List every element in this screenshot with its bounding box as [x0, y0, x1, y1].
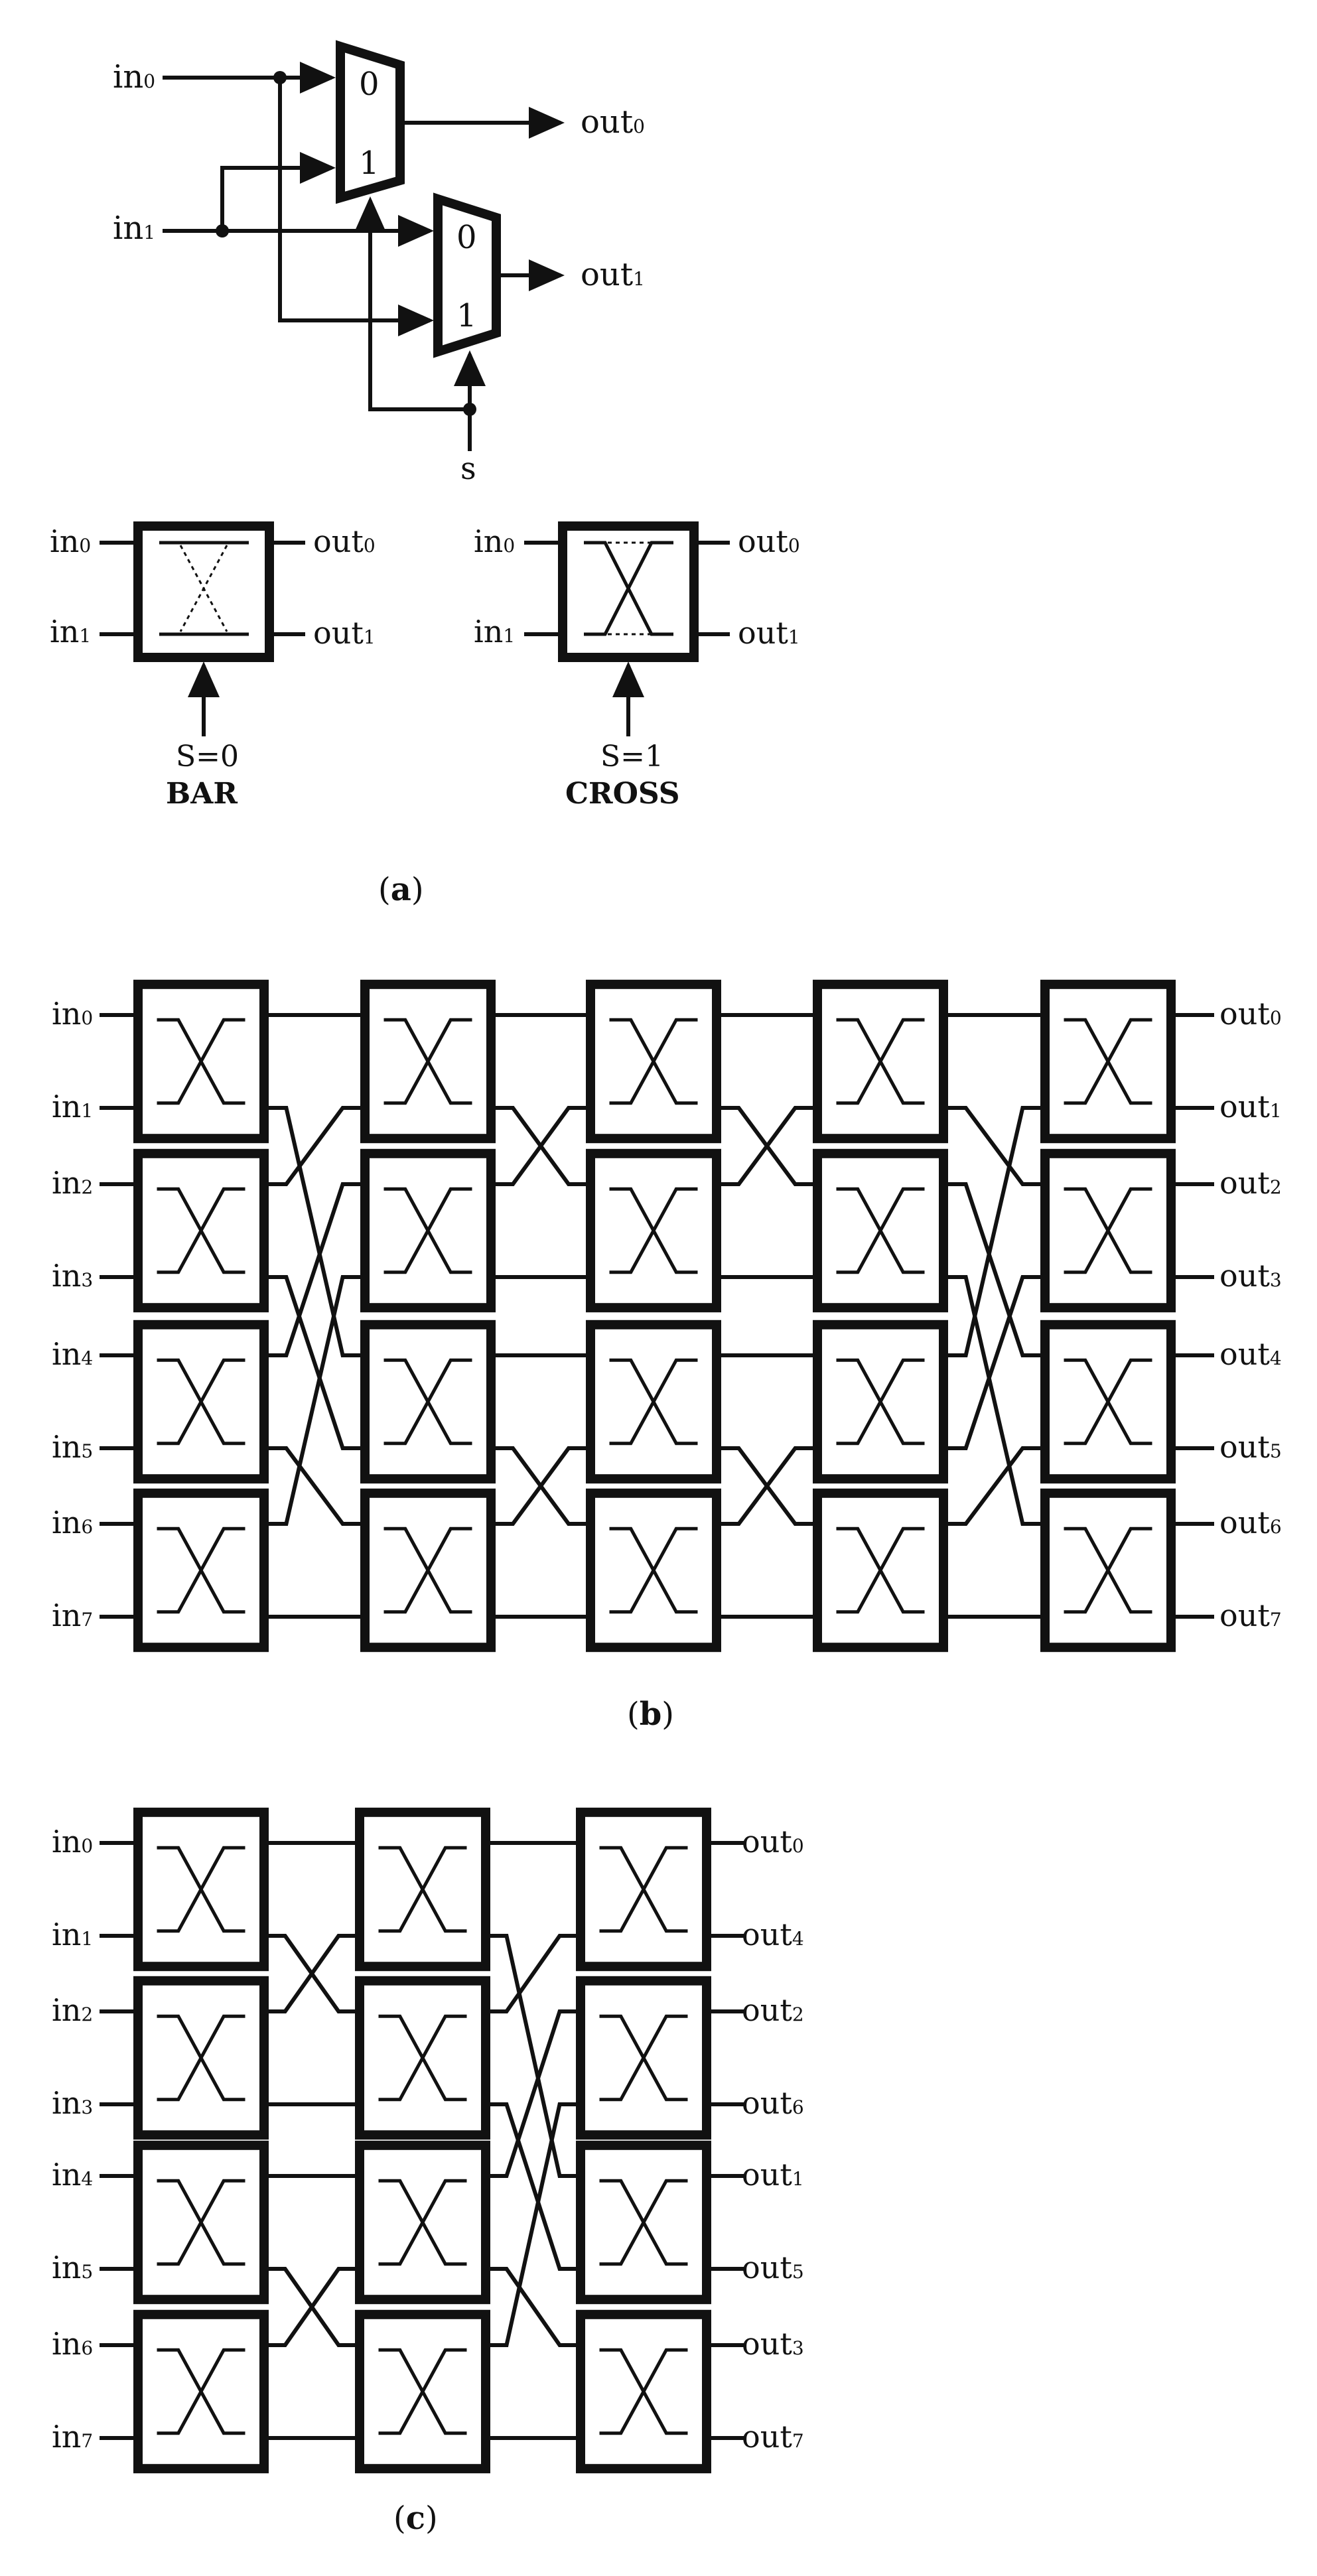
bar-input-0-label: in0 [50, 523, 91, 559]
part_c-stage0-switch3 [133, 2309, 269, 2474]
caption-c: (c) [393, 2500, 438, 2537]
bar-input-1-label: in1 [50, 614, 91, 649]
network-b: in0 out0 in1 out1 in2 out2 in3 out3 in4 out4 in5 ou… [52, 979, 1282, 1653]
mux-output-0-label: out0 [581, 103, 645, 141]
part_b-input-5-label: in5 [52, 1429, 93, 1465]
part_c-output-1-label: out4 [742, 1917, 804, 1952]
part_b-stage1-switch3 [360, 1488, 496, 1653]
part_c-output-5-label: out5 [742, 2250, 804, 2285]
part_c-stage2-switch1 [576, 1976, 711, 2140]
part_b-stage4-switch1 [1040, 1148, 1176, 1313]
part_b-stage4-switch3 [1040, 1488, 1176, 1653]
part_b-stage4-switch2 [1040, 1320, 1176, 1484]
bar-select-value: S=0 [176, 740, 239, 774]
part_b-stage0-switch0 [133, 979, 269, 1144]
part_b-output-7-label: out7 [1219, 1597, 1282, 1633]
part_b-output-0-label: out0 [1219, 996, 1282, 1032]
part_b-output-5-label: out5 [1219, 1429, 1282, 1465]
part_c-stage0-switch1 [133, 1976, 269, 2140]
caption-b: (b) [627, 1696, 674, 1733]
network-c: in0 out0 in1 out4 in2 out2 in3 out6 in4 out1 in5 ou… [52, 1807, 804, 2474]
part_b-stage4-switch0 [1040, 979, 1176, 1144]
part_b-stage2-switch1 [586, 1148, 721, 1313]
part_c-input-2-label: in2 [52, 1992, 93, 2028]
mux-top [336, 40, 405, 204]
cross-title: CROSS [565, 777, 680, 811]
part_c-stage0-switch2 [133, 2140, 269, 2305]
cross-output-0-label: out0 [738, 523, 800, 559]
part_c-input-7-label: in7 [52, 2419, 93, 2455]
mux-bottom-label-1: 1 [456, 297, 477, 334]
cross-input-1-label: in1 [474, 614, 515, 649]
part_c-stage0-switch0 [133, 1807, 269, 1972]
part_c-output-7-label: out7 [742, 2419, 804, 2455]
part_b-stage2-switch3 [586, 1488, 721, 1653]
part_b-stage0-switch2 [133, 1320, 269, 1484]
mux-select-label: s [460, 450, 476, 486]
cross-switch: in0 in1 out0 out1 S=1 CROSS [474, 521, 800, 811]
mux-bottom-label-0: 0 [456, 219, 477, 256]
mux-top-label-1: 1 [359, 145, 380, 182]
mux-top-label-0: 0 [359, 66, 380, 103]
part_c-output-4-label: out1 [742, 2157, 804, 2193]
part_b-input-0-label: in0 [52, 996, 93, 1032]
part_b-stage0-switch3 [133, 1488, 269, 1653]
mux-output-1-label: out1 [581, 256, 645, 293]
part_c-output-0-label: out0 [742, 1824, 804, 1860]
part_b-input-2-label: in2 [52, 1165, 93, 1201]
part_b-input-4-label: in4 [52, 1336, 93, 1372]
part_b-output-1-label: out1 [1219, 1089, 1282, 1124]
cross-input-0-label: in0 [474, 523, 515, 559]
part_b-output-2-label: out2 [1219, 1165, 1282, 1201]
part_c-input-6-label: in6 [52, 2326, 93, 2362]
part_b-stage0-switch1 [133, 1148, 269, 1313]
bar-switch-box [133, 521, 274, 662]
part_c-input-0-label: in0 [52, 1824, 93, 1860]
part_b-output-4-label: out4 [1219, 1336, 1282, 1372]
part_b-input-1-label: in1 [52, 1089, 93, 1124]
caption-a: (a) [378, 871, 424, 908]
part_b-stage3-switch3 [813, 1488, 948, 1653]
bar-title: BAR [166, 777, 238, 811]
cross-select-value: S=1 [600, 740, 663, 774]
part_c-input-5-label: in5 [52, 2250, 93, 2285]
part_c-input-1-label: in1 [52, 1917, 93, 1952]
bar-switch: in0 in1 out0 out1 S=0 BAR [50, 521, 376, 811]
part_b-input-6-label: in6 [52, 1505, 93, 1540]
mux-input-0-label: in0 [113, 58, 155, 96]
part_c-input-4-label: in4 [52, 2157, 93, 2193]
bar-output-1-label: out1 [313, 615, 376, 651]
part_b-output-6-label: out6 [1219, 1505, 1282, 1540]
part_b-stage2-switch2 [586, 1320, 721, 1484]
part_c-stage1-switch1 [355, 1976, 490, 2140]
part_c-stage2-switch0 [576, 1807, 711, 1972]
part_c-stage1-switch3 [355, 2309, 490, 2474]
part_b-input-3-label: in3 [52, 1258, 93, 1294]
part_c-output-6-label: out3 [742, 2326, 804, 2362]
part_c-stage1-switch0 [355, 1807, 490, 1972]
part_c-output-2-label: out2 [742, 1992, 804, 2028]
part_b-stage3-switch2 [813, 1320, 948, 1484]
mux-circuit: in0 in1 0 1 0 1 out0 out1 s [113, 40, 645, 486]
part_b-stage3-switch0 [813, 979, 948, 1144]
part_b-output-3-label: out3 [1219, 1258, 1282, 1294]
part_b-stage1-switch2 [360, 1320, 496, 1484]
part_c-input-3-label: in3 [52, 2085, 93, 2121]
part_b-stage2-switch0 [586, 979, 721, 1144]
part_c-stage2-switch2 [576, 2140, 711, 2305]
part_c-output-3-label: out6 [742, 2085, 804, 2121]
mux-bottom [433, 192, 501, 358]
part_b-stage1-switch0 [360, 979, 496, 1144]
cross-output-1-label: out1 [738, 615, 800, 651]
bar-output-0-label: out0 [313, 523, 376, 559]
part_b-stage3-switch1 [813, 1148, 948, 1313]
part_c-stage2-switch3 [576, 2309, 711, 2474]
part_b-stage1-switch1 [360, 1148, 496, 1313]
part_b-input-7-label: in7 [52, 1597, 93, 1633]
mux-input-1-label: in1 [113, 210, 155, 247]
part_c-stage1-switch2 [355, 2140, 490, 2305]
